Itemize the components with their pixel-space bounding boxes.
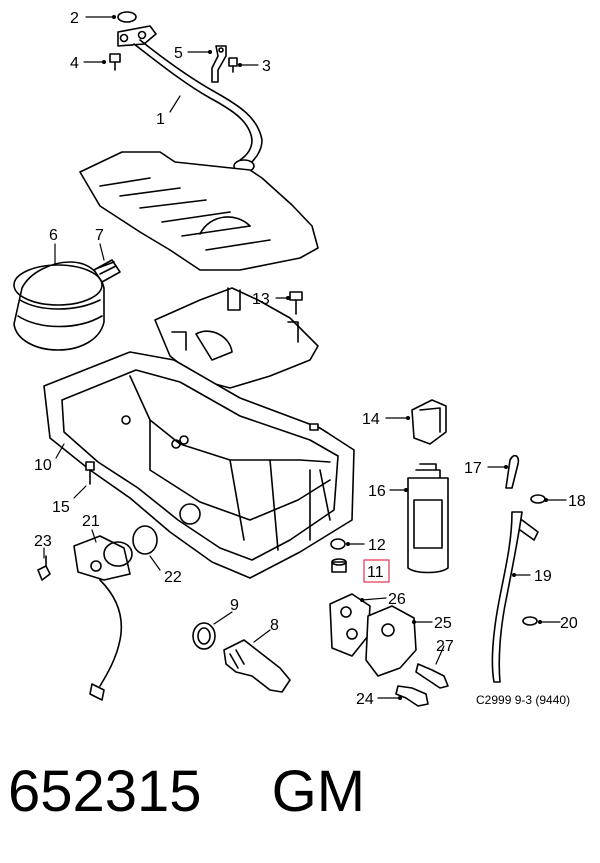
dipstick-handle-part-17 [505, 454, 520, 489]
o-ring-part-20 [522, 616, 538, 626]
washer-part-12 [330, 538, 346, 550]
callout-17[interactable]: 17 [464, 460, 482, 477]
callout-18[interactable]: 18 [568, 493, 586, 510]
part-number: 652315 [8, 759, 202, 824]
footer: 652315 GM [8, 752, 598, 832]
washer-part-9 [192, 622, 216, 650]
callout-1[interactable]: 1 [156, 111, 165, 128]
bolt-part-24 [395, 685, 429, 707]
gasket-part-22 [132, 525, 158, 555]
exploded-parts-diagram: 2 4 5 3 1 6 7 13 10 15 21 23 22 14 16 17… [13, 10, 586, 708]
screw-part-4 [109, 53, 121, 71]
callout-11-highlight [363, 559, 390, 583]
bolt-part-15 [85, 461, 95, 485]
callout-26[interactable]: 26 [388, 591, 406, 608]
callout-13[interactable]: 13 [252, 291, 270, 308]
bolt-pan [309, 423, 329, 434]
callout-labels: 2 4 5 3 1 6 7 13 10 15 21 23 22 14 16 17… [34, 10, 586, 708]
callout-12[interactable]: 12 [368, 537, 386, 554]
flange-housing-part-25 [365, 605, 417, 677]
callout-24[interactable]: 24 [356, 691, 374, 708]
callout-20[interactable]: 20 [560, 615, 578, 632]
brand-name: GM [271, 759, 366, 824]
oil-pan-part-10 [43, 351, 355, 579]
callout-14[interactable]: 14 [362, 411, 380, 428]
cover-part-14 [411, 399, 447, 445]
callout-4[interactable]: 4 [70, 55, 79, 72]
callout-3[interactable]: 3 [262, 58, 271, 75]
drain-plug-part-11 [331, 558, 347, 573]
gasket-part-26 [329, 593, 371, 657]
callout-27[interactable]: 27 [436, 638, 454, 655]
sealant-tube-part-16 [407, 463, 449, 574]
callout-10[interactable]: 10 [34, 457, 52, 474]
callout-19[interactable]: 19 [534, 568, 552, 585]
callout-7[interactable]: 7 [95, 227, 104, 244]
sensor-part-8 [223, 639, 291, 693]
callout-9[interactable]: 9 [230, 597, 239, 614]
callout-5[interactable]: 5 [174, 45, 183, 62]
callout-23[interactable]: 23 [34, 533, 52, 550]
oil-pipe-part-1 [118, 26, 262, 172]
bolt-part-13 [289, 291, 303, 315]
o-ring-part-18 [530, 494, 546, 504]
callout-2[interactable]: 2 [70, 10, 79, 27]
windage-tray [79, 151, 319, 271]
diagram-caption: C2999 9-3 (9440) [476, 693, 570, 707]
bolt-part-27 [415, 663, 449, 689]
screw-part-3 [228, 57, 238, 73]
callout-25[interactable]: 25 [434, 615, 452, 632]
callout-16[interactable]: 16 [368, 483, 386, 500]
callout-21[interactable]: 21 [82, 513, 100, 530]
callout-6[interactable]: 6 [49, 227, 58, 244]
screw-part-23 [37, 555, 51, 581]
callout-22[interactable]: 22 [164, 569, 182, 586]
oil-filter-part-6 [13, 261, 105, 351]
o-ring-part-2 [117, 11, 137, 23]
leader-lines [43, 16, 567, 699]
callout-15[interactable]: 15 [52, 499, 70, 516]
bracket-part-5 [211, 45, 227, 83]
dipstick-tube-part-19 [491, 511, 539, 683]
sensor-part-21 [73, 535, 133, 701]
callout-11[interactable]: 11 [367, 564, 384, 581]
leader-dots [102, 15, 548, 700]
callout-8[interactable]: 8 [270, 617, 279, 634]
adapter-part-7 [93, 259, 121, 283]
